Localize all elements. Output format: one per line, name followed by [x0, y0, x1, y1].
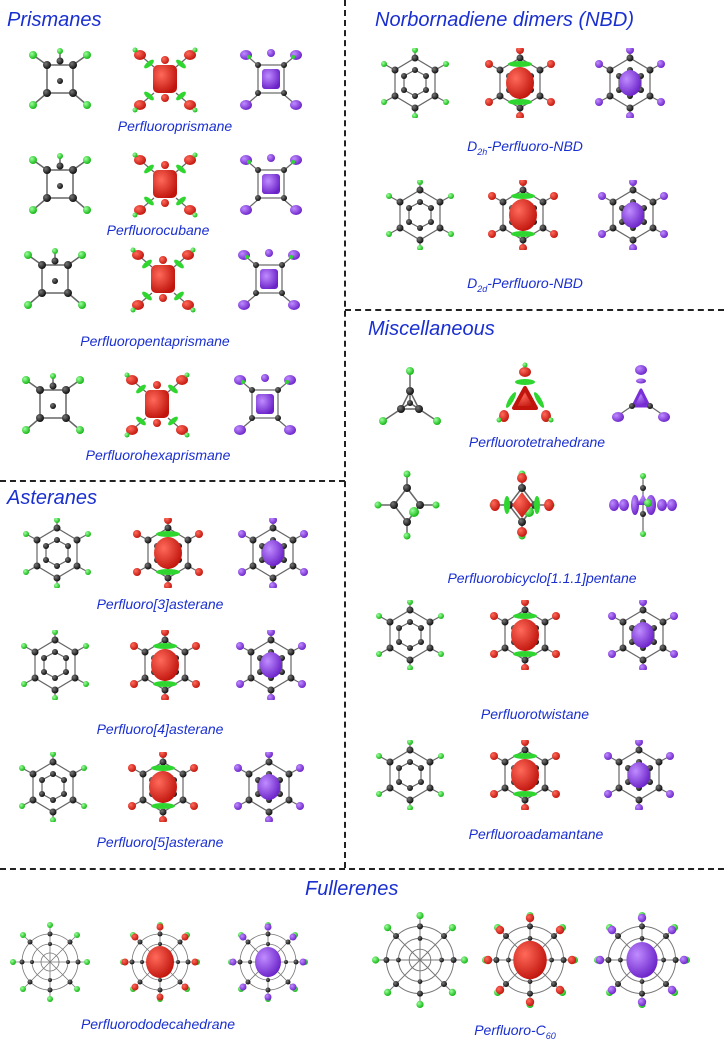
molecule-structure-perfluorotwistane	[375, 600, 445, 670]
orbital-purple-perfluorotwistane	[608, 600, 678, 670]
caption-perfluorotwistane: Perfluorotwistane	[480, 706, 590, 722]
orbital-red-perfluoro-c60	[482, 912, 578, 1008]
molecule-structure-perfluorododecahedrane	[10, 922, 90, 1002]
molecule-structure-perfluorocubane	[25, 150, 95, 220]
orbital-red-perfluoro5asterane	[128, 752, 198, 822]
orbital-purple-perfluorohexaprismane	[230, 370, 300, 440]
caption-perfluorotetrahedrane: Perfluorotetrahedrane	[468, 434, 606, 450]
orbital-red-perfluoro3asterane	[133, 518, 203, 588]
molecule-structure-perfluoro5asterane	[18, 752, 88, 822]
caption-perfluoro-c60: Perfluoro-C60	[474, 1022, 556, 1041]
orbital-purple-perfluorobicyclopentane	[608, 470, 678, 540]
orbital-red-perfluoroadamantane	[490, 740, 560, 810]
section-title-miscellaneous: Miscellaneous	[368, 318, 495, 340]
orbital-red-perfluorododecahedrane	[120, 922, 200, 1002]
orbital-purple-perfluorododecahedrane	[228, 922, 308, 1002]
section-title-asteranes: Asteranes	[7, 487, 98, 509]
orbital-purple-d2h-nbd	[595, 48, 665, 118]
orbital-red-d2h-nbd	[485, 48, 555, 118]
caption-perfluoro5asterane: Perfluoro[5]asterane	[96, 834, 224, 850]
molecule-structure-perfluorotetrahedrane	[375, 365, 445, 435]
orbital-purple-perfluoroadamantane	[604, 740, 674, 810]
orbital-red-perfluoro4asterane	[130, 630, 200, 700]
caption-perfluoropentaprismane: Perfluoropentaprismane	[80, 333, 230, 349]
orbital-red-perfluoroprismane	[130, 45, 200, 115]
vertical-divider	[344, 0, 346, 868]
orbital-red-perfluorohexaprismane	[122, 370, 192, 440]
molecule-structure-perfluoro3asterane	[22, 518, 92, 588]
orbital-purple-perfluoro-c60	[594, 912, 690, 1008]
orbital-purple-d2d-nbd	[598, 180, 668, 250]
orbital-red-perfluorotetrahedrane	[490, 362, 560, 432]
orbital-red-perfluorocubane	[130, 150, 200, 220]
divider-fullerenes	[0, 868, 724, 870]
orbital-red-perfluorobicyclopentane	[487, 470, 557, 540]
caption-perfluorocubane: Perfluorocubane	[106, 222, 210, 238]
molecule-structure-perfluoro4asterane	[20, 630, 90, 700]
orbital-purple-perfluoroprismane	[236, 45, 306, 115]
orbital-purple-perfluoropentaprismane	[234, 245, 304, 315]
caption-perfluoro4asterane: Perfluoro[4]asterane	[96, 721, 224, 737]
molecule-structure-perfluoro-c60	[372, 912, 468, 1008]
caption-perfluorododecahedrane: Perfluorododecahedrane	[80, 1016, 236, 1032]
orbital-red-perfluorotwistane	[490, 600, 560, 670]
orbital-purple-perfluoro5asterane	[234, 752, 304, 822]
caption-perfluorohexaprismane: Perfluorohexaprismane	[85, 447, 231, 463]
molecule-structure-d2h-nbd	[380, 48, 450, 118]
caption-perfluoroprismane: Perfluoroprismane	[117, 118, 233, 134]
molecule-structure-perfluorobicyclopentane	[372, 470, 442, 540]
molecule-structure-d2d-nbd	[385, 180, 455, 250]
orbital-purple-perfluoro3asterane	[238, 518, 308, 588]
molecule-structure-perfluoropentaprismane	[20, 245, 90, 315]
orbital-purple-perfluorocubane	[236, 150, 306, 220]
orbital-red-perfluoropentaprismane	[128, 245, 198, 315]
orbital-purple-perfluorotetrahedrane	[606, 362, 676, 432]
section-title-fullerenes: Fullerenes	[305, 878, 399, 900]
caption-perfluoroadamantane: Perfluoroadamantane	[468, 826, 604, 842]
section-title-prismanes: Prismanes	[7, 9, 102, 31]
molecule-structure-perfluorohexaprismane	[18, 370, 88, 440]
molecule-structure-perfluoroadamantane	[375, 740, 445, 810]
section-title-nbd: Norbornadiene dimers (NBD)	[375, 9, 634, 31]
orbital-red-d2d-nbd	[488, 180, 558, 250]
caption-perfluorobicyclopentane: Perfluorobicyclo[1.1.1]pentane	[447, 570, 637, 586]
divider-nbd-misc	[345, 309, 724, 311]
caption-perfluoro3asterane: Perfluoro[3]asterane	[96, 596, 224, 612]
divider-prismanes-asteranes	[0, 480, 345, 482]
caption-d2d-nbd: D2d-Perfluoro-NBD	[467, 275, 583, 294]
orbital-purple-perfluoro4asterane	[236, 630, 306, 700]
molecule-structure-perfluoroprismane	[25, 45, 95, 115]
caption-d2h-nbd: D2h-Perfluoro-NBD	[467, 138, 583, 157]
